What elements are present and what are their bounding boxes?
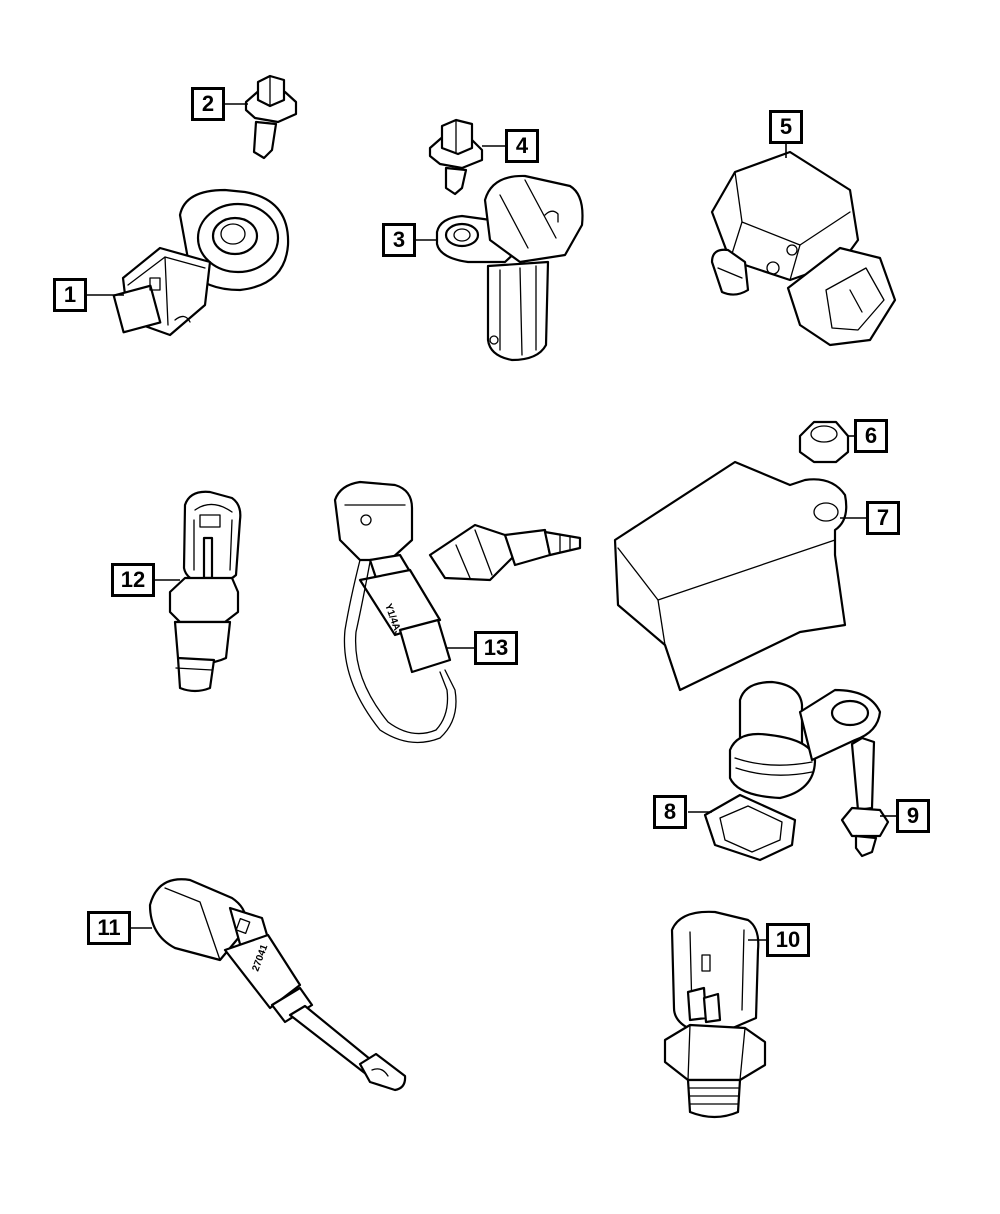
temperature-sensor-probe: 27041 bbox=[148, 878, 407, 1092]
oil-pressure-sensor bbox=[663, 910, 767, 1119]
callout-12: 12 bbox=[111, 563, 155, 597]
knock-sensor bbox=[112, 188, 290, 337]
camshaft-position-sensor bbox=[703, 680, 882, 862]
sensor-screw bbox=[840, 736, 890, 858]
callout-5: 5 bbox=[769, 110, 803, 144]
callout-11: 11 bbox=[87, 911, 131, 945]
callout-4: 4 bbox=[505, 129, 539, 163]
nut bbox=[798, 420, 850, 464]
callout-3: 3 bbox=[382, 223, 416, 257]
sensor-bolt bbox=[428, 118, 484, 196]
callout-7: 7 bbox=[866, 501, 900, 535]
callout-10: 10 bbox=[766, 923, 810, 957]
sensor-with-wiring-harness: Y1/4AJ bbox=[333, 480, 582, 744]
leader-lines bbox=[87, 103, 896, 941]
callout-1: 1 bbox=[53, 278, 87, 312]
callout-13: 13 bbox=[474, 631, 518, 665]
callout-9: 9 bbox=[896, 799, 930, 833]
sensor-module-cover bbox=[613, 460, 848, 692]
coolant-temperature-sensor bbox=[168, 490, 242, 693]
knock-sensor-bolt bbox=[244, 74, 298, 160]
callout-6: 6 bbox=[854, 419, 888, 453]
callout-8: 8 bbox=[653, 795, 687, 829]
callout-2: 2 bbox=[191, 87, 225, 121]
crankshaft-position-sensor bbox=[435, 174, 584, 362]
map-sensor bbox=[710, 150, 897, 347]
